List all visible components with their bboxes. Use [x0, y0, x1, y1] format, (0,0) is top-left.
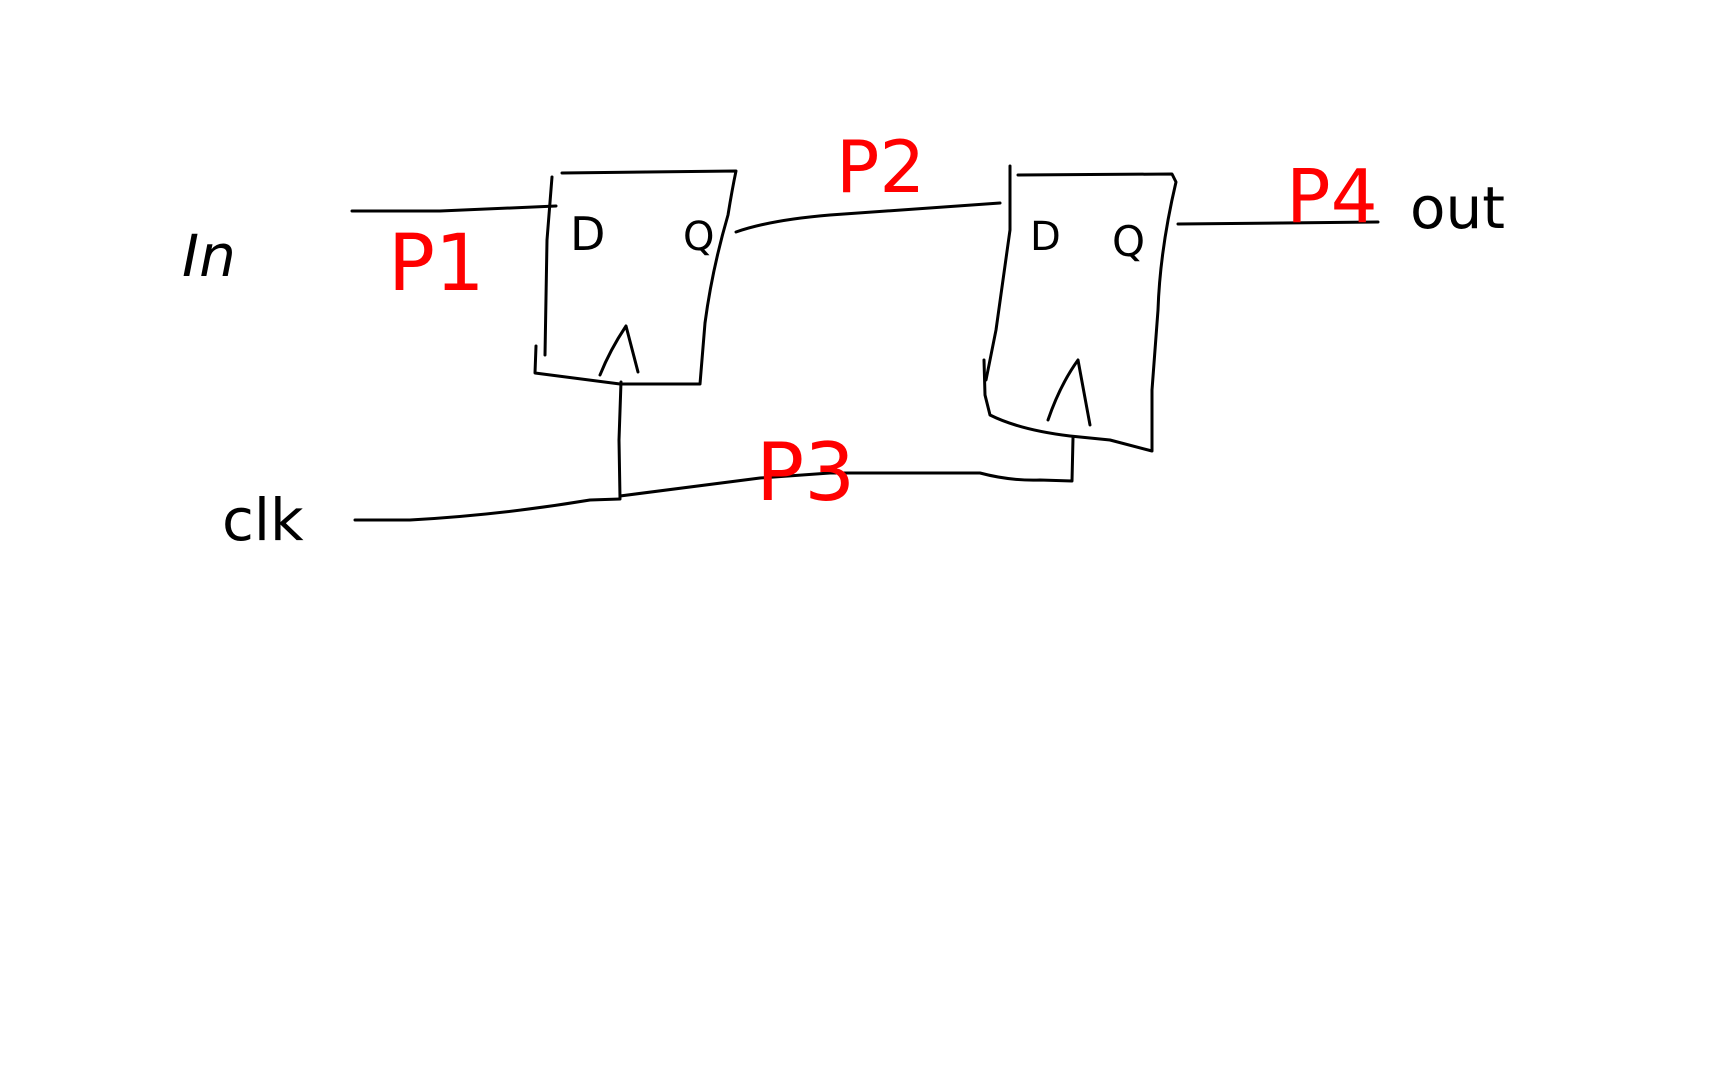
output-label: out [1410, 174, 1505, 242]
flip-flop-1-body [533, 169, 738, 386]
input-wire [350, 204, 558, 213]
flip-flop-1-clock-triangle [598, 324, 640, 377]
flip-flop-2 [982, 164, 1178, 453]
clock-label: clk [222, 486, 304, 554]
ff1-q-label: Q [683, 214, 714, 260]
wires [350, 201, 1380, 522]
ff1-d-label: D [570, 207, 605, 261]
p1-annotation: P1 [388, 219, 485, 309]
clock-wire [353, 497, 622, 522]
flip-flop-2-left-edge [984, 164, 1012, 382]
ff2-q-label: Q [1112, 217, 1145, 266]
ff2-d-label: D [1030, 214, 1061, 260]
flip-flop-2-clock-triangle [1046, 358, 1092, 427]
p3-net-wire [618, 436, 1075, 498]
port-labels: D Q D Q [570, 207, 1145, 266]
signal-labels: In clk out [182, 174, 1505, 554]
p4-annotation: P4 [1286, 154, 1378, 240]
p2-net-wire [734, 201, 1002, 234]
point-annotations: P1 P2 P3 P4 [388, 125, 1378, 519]
p3-annotation: P3 [756, 426, 855, 519]
flip-flop-1 [533, 169, 738, 386]
output-wire [1176, 220, 1380, 226]
flip-flop-1-left-edge [543, 175, 554, 357]
flip-flop-2-body [982, 172, 1178, 453]
input-label: In [182, 222, 236, 290]
clock-drop-ff1 [617, 380, 623, 500]
p2-annotation: P2 [836, 125, 925, 209]
